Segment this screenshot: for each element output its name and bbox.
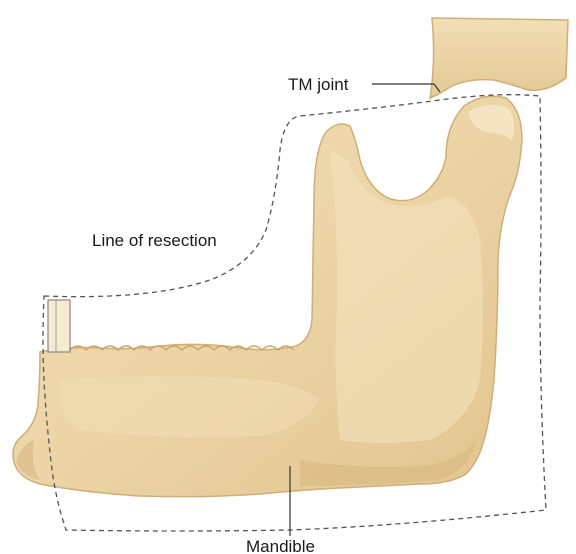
temporal-bone [430, 18, 568, 98]
line-of-resection-label: Line of resection [92, 231, 217, 250]
tm-joint-label: TM joint [288, 75, 349, 94]
body-shading [59, 376, 320, 437]
mandible-label: Mandible [246, 537, 315, 554]
anterior-cut-block [48, 300, 70, 352]
